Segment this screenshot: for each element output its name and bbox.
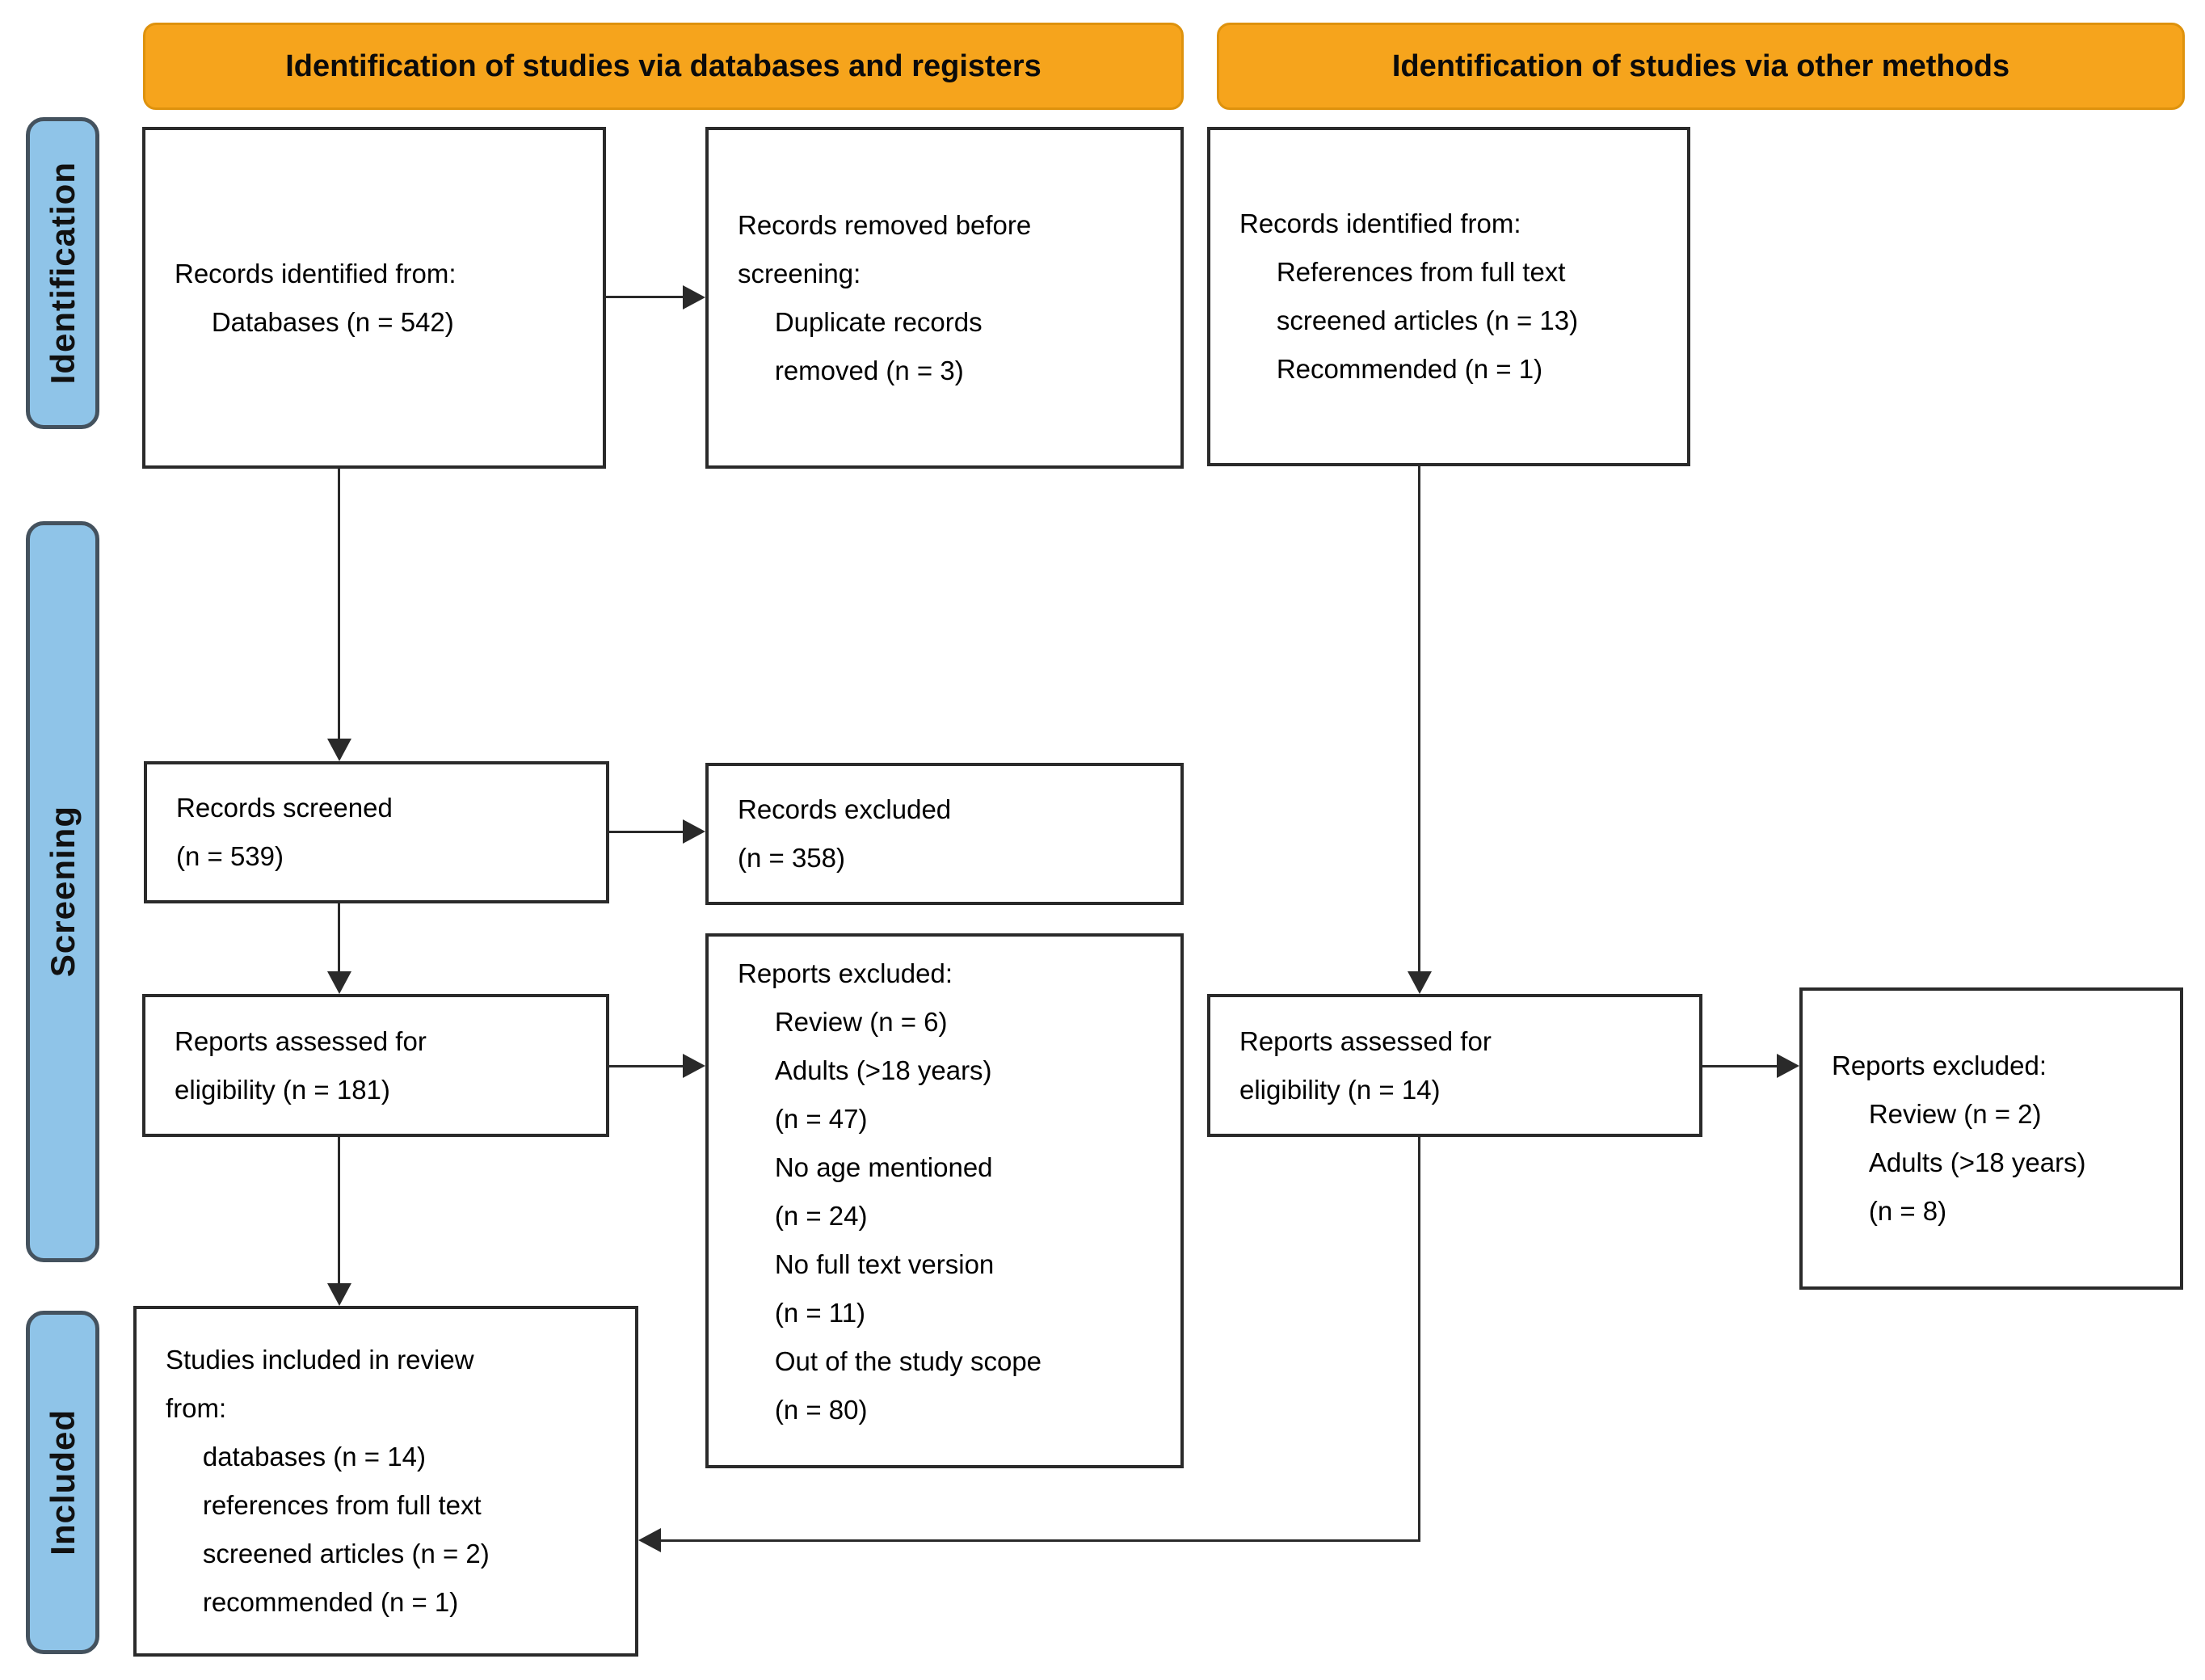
- arrow-screened-to-assessed-head: [327, 971, 351, 994]
- arrow-identified-to-removed-head: [683, 285, 705, 309]
- box-records-identified-other-text: Records identified from: References from…: [1239, 208, 1579, 384]
- stage-pill-screening-label: Screening: [43, 806, 82, 978]
- box-records-removed-before-screening-text: Records removed before screening: Duplic…: [738, 209, 1032, 385]
- arrow-other-assessed-to-included-hsegment: [658, 1539, 1420, 1542]
- arrow-assessed-to-reports-excluded-line: [609, 1065, 685, 1067]
- stage-pill-identification: Identification: [26, 117, 99, 429]
- box-records-identified-other: Records identified from: References from…: [1207, 127, 1690, 466]
- stage-pill-included: Included: [26, 1311, 99, 1654]
- box-records-identified-databases: Records identified from: Databases (n = …: [142, 127, 606, 469]
- arrow-other-identified-to-assessed-head: [1408, 971, 1432, 994]
- banner-other-methods-label: Identification of studies via other meth…: [1391, 48, 2010, 83]
- stage-pill-screening: Screening: [26, 521, 99, 1262]
- banner-databases-registers-label: Identification of studies via databases …: [285, 48, 1041, 83]
- arrow-screened-to-assessed-line: [338, 903, 340, 973]
- box-records-excluded: Records excluded (n = 358): [705, 763, 1184, 905]
- stage-pill-included-label: Included: [43, 1409, 82, 1556]
- box-reports-assessed-other-text: Reports assessed for eligibility (n = 14…: [1239, 1025, 1492, 1105]
- box-reports-excluded-databases-text: Reports excluded: Review (n = 6) Adults …: [738, 958, 1042, 1425]
- box-reports-excluded-other: Reports excluded: Review (n = 2) Adults …: [1799, 987, 2183, 1290]
- banner-other-methods: Identification of studies via other meth…: [1217, 23, 2185, 110]
- box-records-identified-databases-text: Records identified from: Databases (n = …: [175, 258, 457, 337]
- arrow-identified-to-removed-line: [606, 296, 687, 298]
- box-records-excluded-text: Records excluded (n = 358): [738, 794, 952, 873]
- arrow-other-assessed-to-excluded-line: [1702, 1065, 1778, 1067]
- box-reports-excluded-databases: Reports excluded: Review (n = 6) Adults …: [705, 933, 1184, 1468]
- arrow-screened-to-excluded-line: [609, 831, 685, 833]
- box-records-removed-before-screening: Records removed before screening: Duplic…: [705, 127, 1184, 469]
- box-reports-assessed-other: Reports assessed for eligibility (n = 14…: [1207, 994, 1702, 1137]
- box-reports-assessed-databases: Reports assessed for eligibility (n = 18…: [142, 994, 609, 1137]
- box-reports-assessed-databases-text: Reports assessed for eligibility (n = 18…: [175, 1025, 427, 1105]
- arrow-assessed-to-reports-excluded-head: [683, 1054, 705, 1078]
- banner-databases-registers: Identification of studies via databases …: [143, 23, 1184, 110]
- arrow-identified-to-screened-line: [338, 469, 340, 740]
- arrow-assessed-to-included-head: [327, 1283, 351, 1306]
- arrow-other-assessed-to-included-head: [638, 1528, 661, 1552]
- arrow-assessed-to-included-line: [338, 1137, 340, 1285]
- arrow-other-assessed-to-excluded-head: [1777, 1054, 1799, 1078]
- arrow-identified-to-screened-head: [327, 739, 351, 761]
- box-studies-included-text: Studies included in review from: databas…: [166, 1345, 490, 1617]
- arrow-other-identified-to-assessed-line: [1418, 466, 1420, 973]
- arrow-screened-to-excluded-head: [683, 819, 705, 844]
- arrow-other-assessed-to-included-vsegment: [1418, 1137, 1420, 1541]
- box-records-screened-text: Records screened (n = 539): [176, 793, 393, 871]
- stage-pill-identification-label: Identification: [43, 162, 82, 385]
- box-records-screened: Records screened (n = 539): [144, 761, 609, 903]
- box-studies-included: Studies included in review from: databas…: [133, 1306, 638, 1657]
- box-reports-excluded-other-text: Reports excluded: Review (n = 2) Adults …: [1832, 1051, 2086, 1226]
